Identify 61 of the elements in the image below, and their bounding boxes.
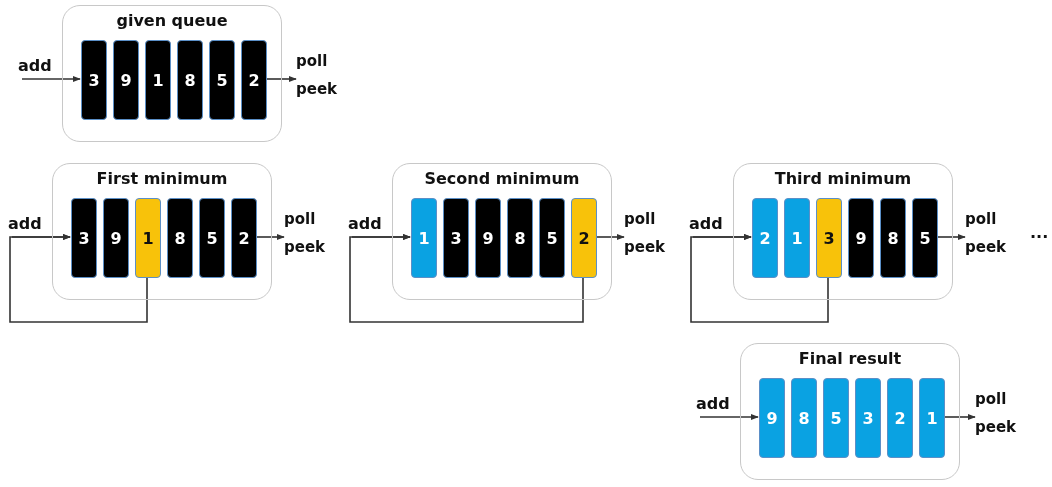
queue-element: 5 [912, 198, 938, 278]
queue-element: 2 [571, 198, 597, 278]
operation-label: poll [296, 52, 329, 70]
queue-element: 3 [443, 198, 469, 278]
queue-element: 9 [103, 198, 129, 278]
arrow [21, 75, 81, 83]
queue-element: 5 [823, 378, 849, 458]
panel-title: Second minimum [423, 169, 581, 188]
arrow [595, 233, 625, 241]
queue-panel [392, 163, 612, 300]
queue-element: 1 [919, 378, 945, 458]
queue-element: 9 [475, 198, 501, 278]
operation-label: poll [284, 210, 317, 228]
queue-element: 8 [177, 40, 203, 120]
arrow [265, 75, 297, 83]
arrow [690, 233, 829, 323]
queue-element: 9 [113, 40, 139, 120]
arrow [699, 413, 759, 421]
panel-title: Third minimum [773, 169, 913, 188]
queue-element: 5 [209, 40, 235, 120]
queue-panel [62, 5, 282, 142]
queue-element: 3 [71, 198, 97, 278]
operation-label: poll [975, 390, 1008, 408]
queue-panel [733, 163, 953, 300]
operation-label: peek [965, 238, 1007, 256]
queue-element: 1 [784, 198, 810, 278]
queue-element: 8 [880, 198, 906, 278]
operation-label: poll [624, 210, 657, 228]
operation-label: poll [965, 210, 998, 228]
operation-label: peek [284, 238, 326, 256]
queue-element: 9 [759, 378, 785, 458]
queue-element: 9 [848, 198, 874, 278]
operation-label: peek [296, 80, 338, 98]
queue-element: 8 [167, 198, 193, 278]
arrow [349, 233, 584, 323]
operation-label: peek [975, 418, 1017, 436]
queue-panel [740, 343, 960, 480]
queue-element: 1 [145, 40, 171, 120]
queue-element: 8 [507, 198, 533, 278]
queue-element: 5 [199, 198, 225, 278]
queue-element: 5 [539, 198, 565, 278]
queue-element: 3 [81, 40, 107, 120]
ellipsis: ... [1030, 223, 1049, 242]
queue-element: 1 [135, 198, 161, 278]
queue-element: 2 [887, 378, 913, 458]
arrow [936, 233, 966, 241]
panel-title: Final result [797, 349, 903, 368]
arrow [255, 233, 285, 241]
panel-title: given queue [115, 11, 229, 30]
panel-title: First minimum [95, 169, 229, 188]
queue-element: 2 [241, 40, 267, 120]
operation-label: peek [624, 238, 666, 256]
queue-element: 2 [752, 198, 778, 278]
queue-element: 1 [411, 198, 437, 278]
queue-element: 2 [231, 198, 257, 278]
queue-element: 3 [855, 378, 881, 458]
arrow [943, 413, 976, 421]
queue-panel [52, 163, 272, 300]
arrow [9, 233, 148, 323]
queue-element: 3 [816, 198, 842, 278]
queue-element: 8 [791, 378, 817, 458]
